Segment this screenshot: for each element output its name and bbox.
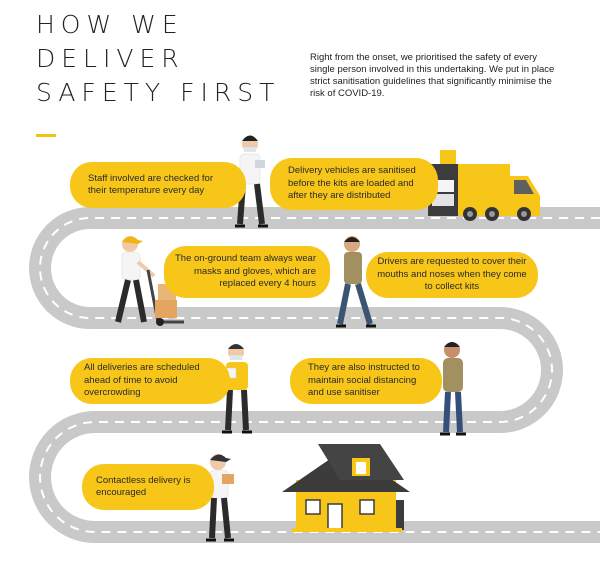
step-vehicle-sanitisation: Delivery vehicles are sanitised before t… bbox=[270, 158, 438, 210]
driver-figure bbox=[336, 236, 376, 328]
title-line-1: HOW WE bbox=[36, 10, 184, 39]
intro-paragraph: Right from the onset, we prioritised the… bbox=[310, 52, 555, 99]
step-3-text: The on-ground team always wear masks and… bbox=[175, 253, 316, 290]
step-6-text: They are also instructed to maintain soc… bbox=[308, 362, 420, 399]
step-temperature-check: Staff involved are checked for their tem… bbox=[70, 162, 246, 208]
step-1-text: Staff involved are checked for their tem… bbox=[88, 172, 213, 197]
staff-person-figure bbox=[235, 135, 268, 228]
title-line-3: SAFETY FIRST bbox=[36, 78, 281, 107]
step-2-text: Delivery vehicles are sanitised before t… bbox=[288, 165, 416, 202]
step-contactless-delivery: Contactless delivery is encouraged bbox=[82, 464, 214, 510]
step-driver-face-cover: Drivers are requested to cover their mou… bbox=[366, 252, 538, 298]
courier-figure bbox=[206, 454, 234, 542]
title-line-2: DELIVER bbox=[36, 44, 185, 73]
step-4-text: Drivers are requested to cover their mou… bbox=[377, 256, 527, 293]
step-7-text: Contactless delivery is encouraged bbox=[96, 474, 191, 499]
step-masks-and-gloves: The on-ground team always wear masks and… bbox=[164, 246, 330, 298]
page-title: HOW WE DELIVER SAFETY FIRST bbox=[36, 8, 280, 110]
distancing-person-figure bbox=[440, 342, 466, 436]
step-5-text: All deliveries are scheduled ahead of ti… bbox=[84, 362, 200, 399]
step-scheduled-deliveries: All deliveries are scheduled ahead of ti… bbox=[70, 358, 230, 404]
house-figure bbox=[282, 444, 410, 532]
step-social-distancing: They are also instructed to maintain soc… bbox=[290, 358, 442, 404]
accent-rule bbox=[36, 134, 56, 137]
road bbox=[29, 207, 600, 543]
delivery-truck-figure bbox=[428, 150, 540, 221]
